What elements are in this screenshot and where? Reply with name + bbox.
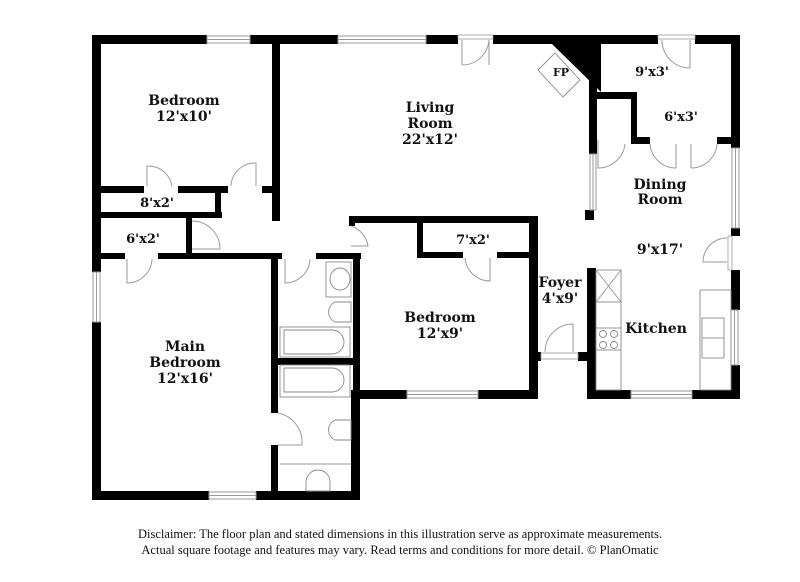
label-living-room-2: Room — [407, 116, 452, 132]
door-dining-left — [597, 140, 626, 169]
label-main-bedroom-dims: 12'x16' — [157, 371, 213, 387]
door-dining-east — [702, 235, 733, 271]
label-closet-6x3: 6'x3' — [664, 110, 698, 125]
label-main-bedroom-2: Bedroom — [149, 355, 221, 371]
door-closet-6x2 — [191, 220, 221, 250]
room-labels: Bedroom 12'x10' Living Room 22'x12' FP 9… — [126, 65, 698, 387]
label-bedroom-nw-dims: 12'x10' — [156, 109, 212, 125]
fireplace-hearth — [537, 52, 581, 98]
door-main-bath — [277, 412, 303, 446]
label-main-bedroom-1: Main — [165, 339, 205, 355]
label-bedroom-center-dims: 12'x9' — [417, 326, 463, 342]
label-dining-room-2: Room — [637, 192, 682, 208]
label-living-room-1: Living — [406, 100, 455, 116]
label-dining-room-dims: 9'x17' — [637, 242, 683, 258]
door-closet-6x3-double — [649, 143, 718, 169]
door-main-bedroom-closet — [126, 258, 153, 284]
label-closet-9x3: 9'x3' — [635, 65, 669, 80]
toilet-hall-bath — [328, 301, 352, 323]
disclaimer-line-2: Actual square footage and features may v… — [141, 543, 659, 557]
door-bedroom-center — [350, 225, 369, 247]
label-foyer: Foyer — [539, 275, 583, 291]
label-foyer-dims: 4'x9' — [542, 291, 578, 307]
disclaimer-line-1: Disclaimer: The floor plan and stated di… — [138, 527, 662, 541]
door-closet-7x2 — [464, 257, 491, 282]
label-kitchen: Kitchen — [625, 321, 687, 337]
doors — [126, 34, 733, 446]
label-closet-6x2: 6'x2' — [126, 232, 160, 247]
label-closet-8x2: 8'x2' — [140, 196, 174, 211]
door-living-exterior — [457, 34, 494, 66]
label-dining-room-1: Dining — [634, 177, 687, 193]
fixtures — [279, 52, 732, 492]
label-living-room-dims: 22'x12' — [402, 132, 458, 148]
door-foyer — [540, 323, 579, 360]
label-closet-7x2: 7'x2' — [456, 233, 490, 248]
windows — [92, 35, 740, 500]
door-hall-bath — [284, 258, 311, 284]
label-fireplace: FP — [553, 66, 569, 79]
door-closet-8x2 — [146, 165, 173, 187]
door-bedroom-nw — [230, 162, 257, 187]
toilet-main-bath — [328, 419, 352, 441]
sink-main-bath — [305, 469, 331, 492]
label-bedroom-nw: Bedroom — [148, 93, 220, 109]
walls — [92, 35, 740, 500]
label-bedroom-center: Bedroom — [404, 310, 476, 326]
door-closet-9x3 — [657, 34, 696, 69]
